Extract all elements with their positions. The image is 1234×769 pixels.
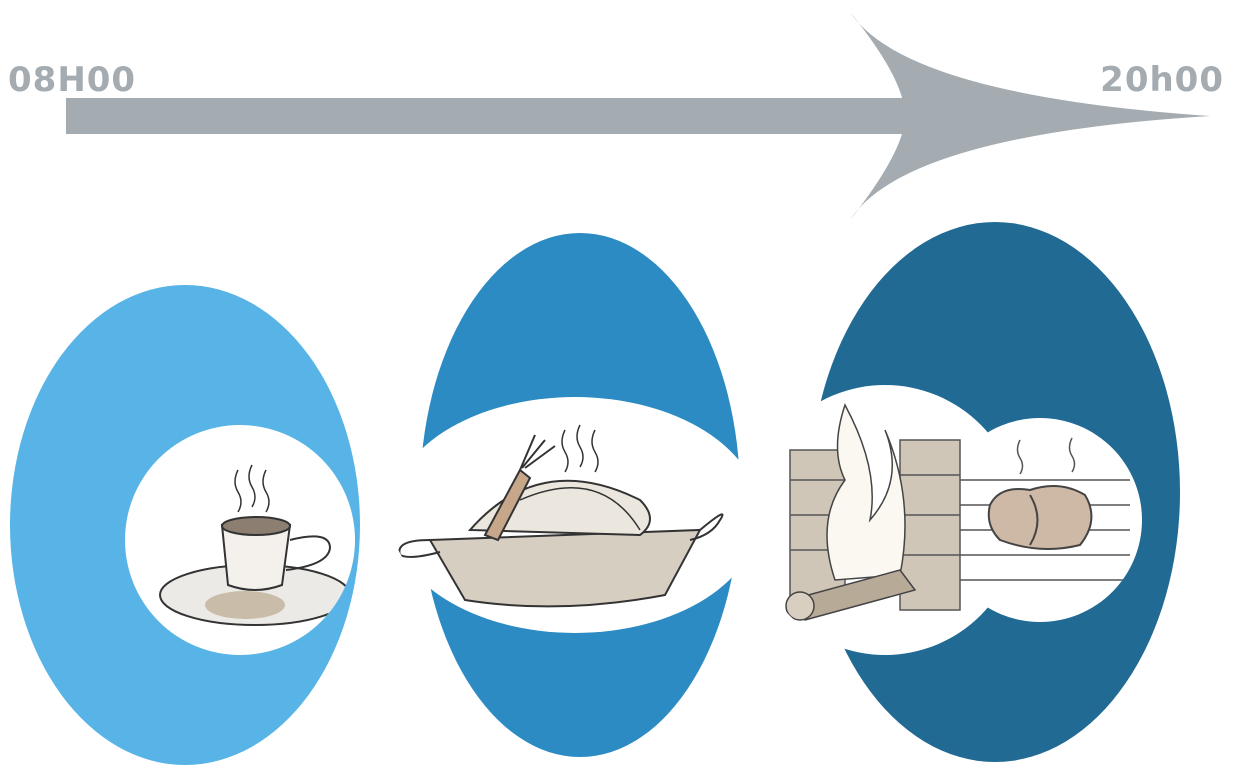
timeline-arrow [66,12,1210,220]
arrow-shaft [66,98,926,134]
